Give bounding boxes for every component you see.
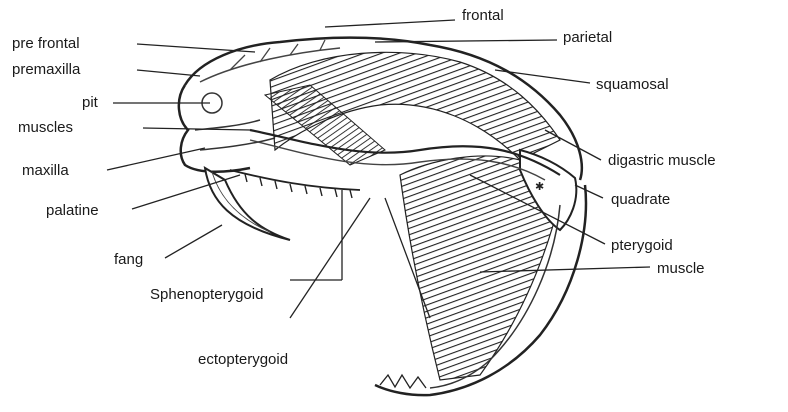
leader-squamosal	[495, 70, 590, 83]
svg-text:✱: ✱	[535, 181, 544, 193]
label-quadrate: quadrate	[611, 192, 670, 207]
label-premaxilla: premaxilla	[12, 62, 80, 77]
label-digastric-muscle: digastric muscle	[608, 153, 716, 168]
label-ectopterygoid: ectopterygoid	[198, 352, 288, 367]
label-squamosal: squamosal	[596, 77, 669, 92]
label-pit: pit	[82, 95, 98, 110]
leader-premaxilla	[137, 70, 200, 76]
leader-frontal	[325, 20, 455, 27]
fang-tooth	[205, 168, 290, 240]
leader-fang	[165, 225, 222, 258]
label-frontal: frontal	[462, 8, 504, 23]
palatine-tooth-row	[230, 170, 360, 190]
label-sphenopterygoid: Sphenopterygoid	[150, 287, 263, 302]
label-parietal: parietal	[563, 30, 612, 45]
leader-quadrate	[575, 185, 603, 198]
label-maxilla: maxilla	[22, 163, 69, 178]
label-fang: fang	[114, 252, 143, 267]
leader-ectopterygoid-a	[290, 198, 370, 318]
label-muscles: muscles	[18, 120, 73, 135]
label-pre-frontal: pre frontal	[12, 36, 80, 51]
label-palatine: palatine	[46, 203, 99, 218]
label-muscle: muscle	[657, 261, 705, 276]
label-pterygoid: pterygoid	[611, 238, 673, 253]
leader-pre-frontal	[137, 44, 255, 52]
